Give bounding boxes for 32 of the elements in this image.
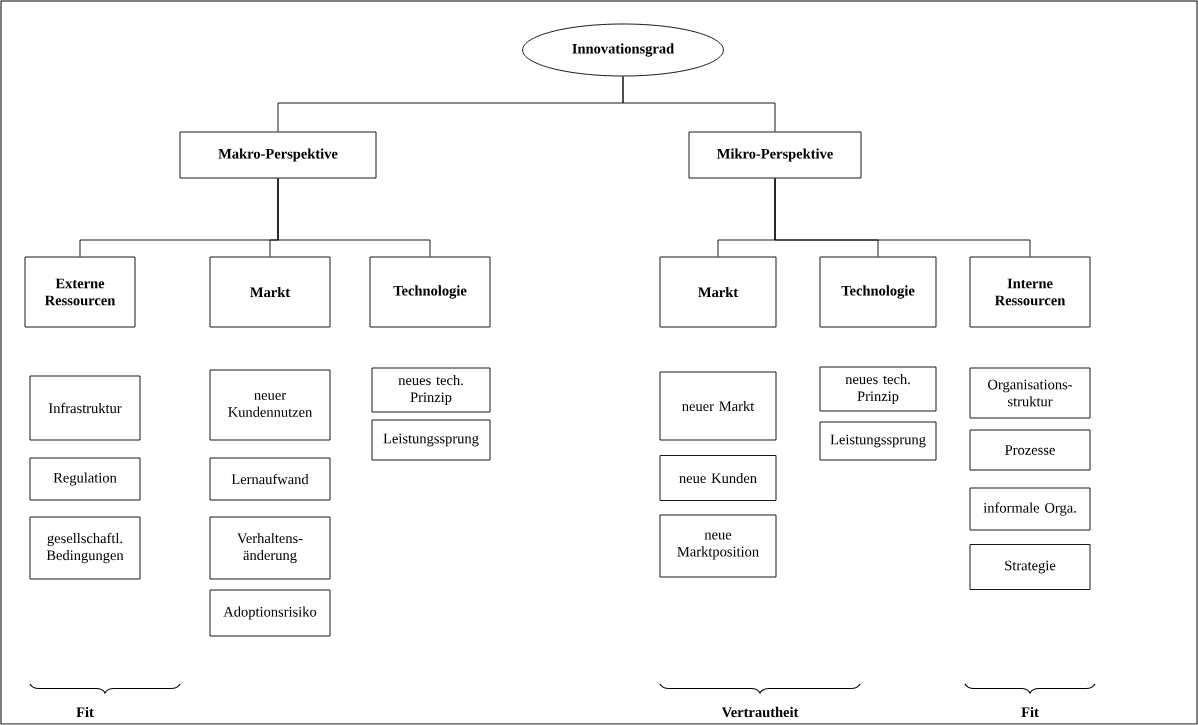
- criterion-box: neue Kunden: [659, 455, 777, 501]
- category-box: Markt: [209, 256, 331, 328]
- category-box: Makro-Perspektive: [179, 131, 377, 179]
- category-box: Technologie: [369, 256, 491, 328]
- criterion-box: informale Orga.: [969, 487, 1091, 531]
- criterion-box: neues tech. Prinzip: [371, 367, 491, 413]
- criterion-box: Infrastruktur: [29, 375, 141, 441]
- criterion-box: neue Marktposition: [659, 514, 777, 578]
- criterion-box: Leistungssprung: [371, 419, 491, 461]
- criterion-box: Prozesse: [969, 429, 1091, 471]
- bracket-label: Fit: [1021, 706, 1039, 718]
- criterion-box: gesellschaftl. Bedingungen: [29, 516, 141, 580]
- category-box: Interne Ressourcen: [969, 256, 1091, 328]
- bracket-label: Fit: [76, 706, 94, 718]
- criterion-box: Strategie: [969, 544, 1091, 590]
- criterion-box: Lernaufwand: [209, 457, 331, 501]
- category-box: Technologie: [819, 256, 937, 328]
- connector: [774, 178, 1031, 257]
- criterion-box: neuer Kundennutzen: [209, 369, 331, 441]
- connector: [622, 76, 776, 132]
- criterion-box: Verhaltens- änderung: [209, 516, 331, 580]
- criterion-box: Organisations- struktur: [969, 367, 1091, 419]
- bracket-label: Vertrautheit: [721, 706, 799, 718]
- category-box: Mikro-Perspektive: [688, 131, 862, 179]
- criterion-box: neues tech. Prinzip: [819, 366, 937, 412]
- criterion-box: Leistungssprung: [819, 421, 937, 461]
- criterion-box: Regulation: [29, 457, 141, 501]
- criterion-box: Adoptionsrisiko: [209, 589, 331, 637]
- category-box: Markt: [659, 256, 777, 328]
- category-box: Externe Ressourcen: [24, 256, 136, 328]
- criterion-box: neuer Markt: [659, 371, 777, 441]
- connector: [277, 178, 431, 257]
